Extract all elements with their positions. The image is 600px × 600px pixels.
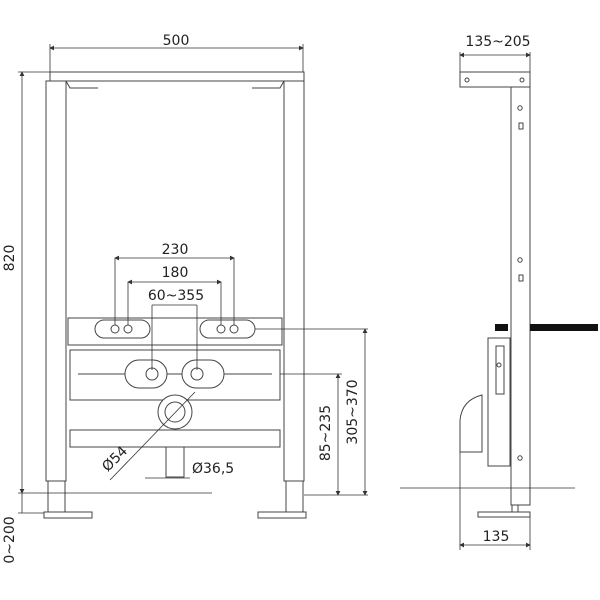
side-dimensions [400,52,575,550]
dim-foot-adjust: 0~200 [2,516,18,563]
dim-height: 820 [2,245,18,272]
dim-depth-range: 135~205 [465,34,530,50]
dim-depth: 135 [483,529,510,545]
dim-inner-connections: 180 [162,265,189,281]
dim-width: 500 [163,33,190,49]
front-frame [43,71,307,519]
dim-plate-height: 305~370 [345,379,361,444]
dim-outer-connections: 230 [162,242,189,258]
front-dimensions [18,44,368,514]
dim-pipe-height: 85~235 [318,405,334,461]
dim-pipe-spacing: 60~355 [148,288,204,304]
side-frame [459,71,598,518]
dim-outlet-diameter: Ø36,5 [192,461,234,477]
dim-drain-diameter: Ø54 [99,443,131,475]
